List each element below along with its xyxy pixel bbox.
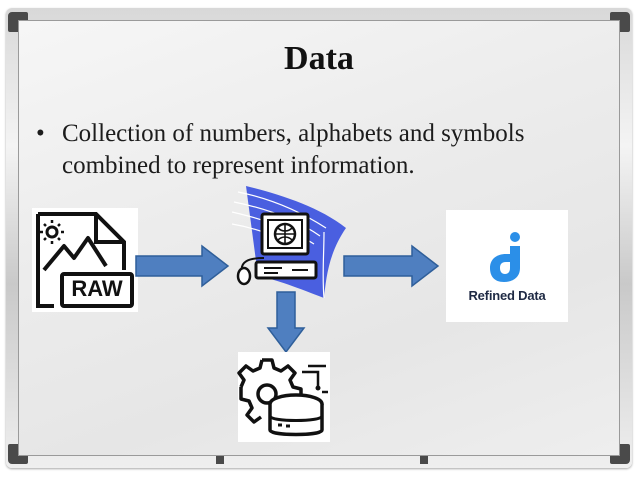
- raw-file-icon: [36, 212, 134, 308]
- arrow-right-icon: [343, 244, 440, 288]
- raw-file-tile: RAW: [32, 208, 138, 312]
- raw-file-label: RAW: [71, 276, 123, 301]
- computer-icon: [231, 186, 346, 299]
- tray-clip: [216, 456, 224, 464]
- database-tile: [237, 352, 330, 442]
- refined-data-tile: Refined Data: [446, 210, 568, 322]
- slide-title: Data: [284, 40, 354, 77]
- arrow-right-icon: [135, 244, 230, 288]
- bullet-text: Collection of numbers, alphabets and sym…: [62, 120, 525, 179]
- gear-database-icon: [237, 358, 328, 437]
- refined-data-text: Refined Data: [468, 288, 546, 303]
- bullet-point: • Collection of numbers, alphabets and s…: [36, 118, 606, 182]
- arrow-down-icon: [266, 291, 306, 354]
- tray-clip: [420, 456, 428, 464]
- bullet-marker: •: [36, 120, 45, 147]
- refined-data-logo: [490, 232, 520, 282]
